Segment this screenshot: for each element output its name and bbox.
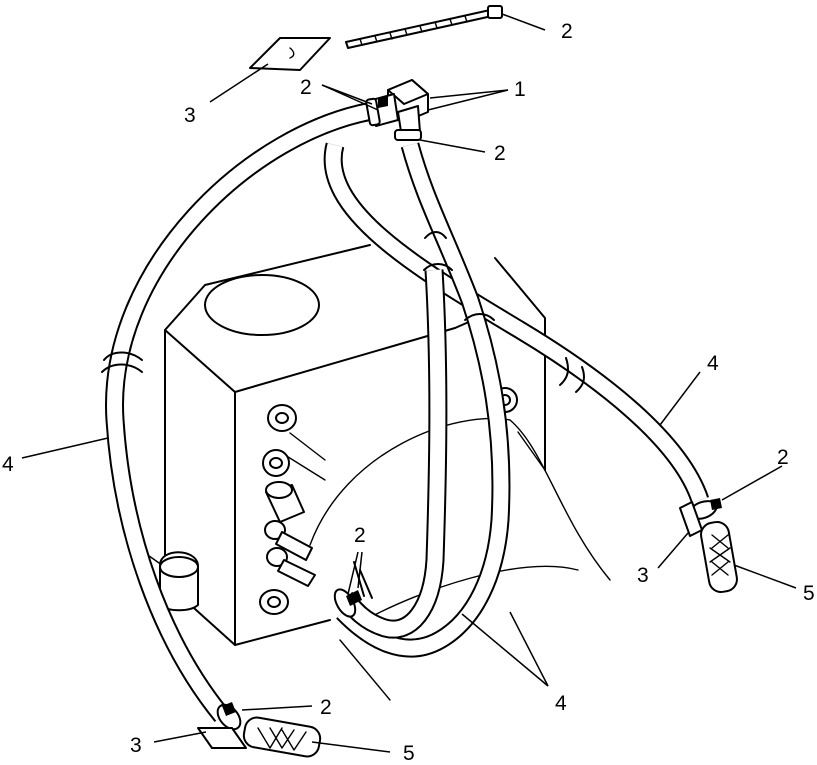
fitting-1	[267, 404, 297, 432]
hose-clamp-top-1	[365, 96, 388, 127]
callout-vent-hoses-center: 4	[555, 692, 567, 715]
hose-clamp-top-2	[394, 129, 422, 141]
callout-vent-hose-right: 4	[707, 352, 719, 375]
callout-filter-right: 5	[803, 582, 815, 605]
hose-clamp-left-end	[216, 702, 242, 731]
bracket-left	[197, 727, 247, 749]
tank-filler-opening	[204, 274, 320, 336]
cable-tie	[345, 5, 503, 49]
callout-bracket-left: 3	[130, 734, 142, 757]
callout-hose-clamp-under-elbow: 2	[494, 142, 506, 165]
hose-right-long	[323, 142, 710, 504]
callout-bracket-right: 3	[637, 564, 649, 587]
tank-fittings	[159, 387, 518, 615]
callout-elbow-fitting: 1	[514, 78, 526, 101]
filter-right	[700, 521, 738, 593]
callout-hose-clamps-top-left: 2	[300, 76, 312, 99]
callout-filter-left: 5	[403, 742, 415, 765]
callout-hose-clamps-tank-fittings: 2	[354, 524, 366, 547]
hoses-center	[336, 142, 511, 658]
callout-hose-clamp-top-right: 2	[561, 20, 573, 43]
filter-left	[242, 716, 322, 758]
callout-vent-hose-left: 4	[2, 453, 14, 476]
fitting-4	[264, 520, 313, 561]
tank-side-contour	[309, 417, 611, 581]
fitting-6	[259, 589, 289, 615]
tank-cap	[159, 551, 199, 612]
bracket-top	[249, 37, 331, 71]
hose-clamp-tank	[333, 561, 373, 618]
fitting-5	[266, 547, 316, 587]
callout-labels: 2 3 2 1 2 4 4 2 3 5 2 4 2 3 5	[2, 20, 815, 765]
leader-lines	[21, 13, 797, 753]
callout-bracket-top: 3	[184, 104, 196, 127]
callout-hose-clamp-right-end: 2	[777, 446, 789, 469]
hose-left	[101, 100, 380, 723]
callout-hose-clamp-left-end: 2	[320, 696, 332, 719]
fitting-3	[265, 481, 305, 523]
fitting-2	[262, 449, 290, 477]
